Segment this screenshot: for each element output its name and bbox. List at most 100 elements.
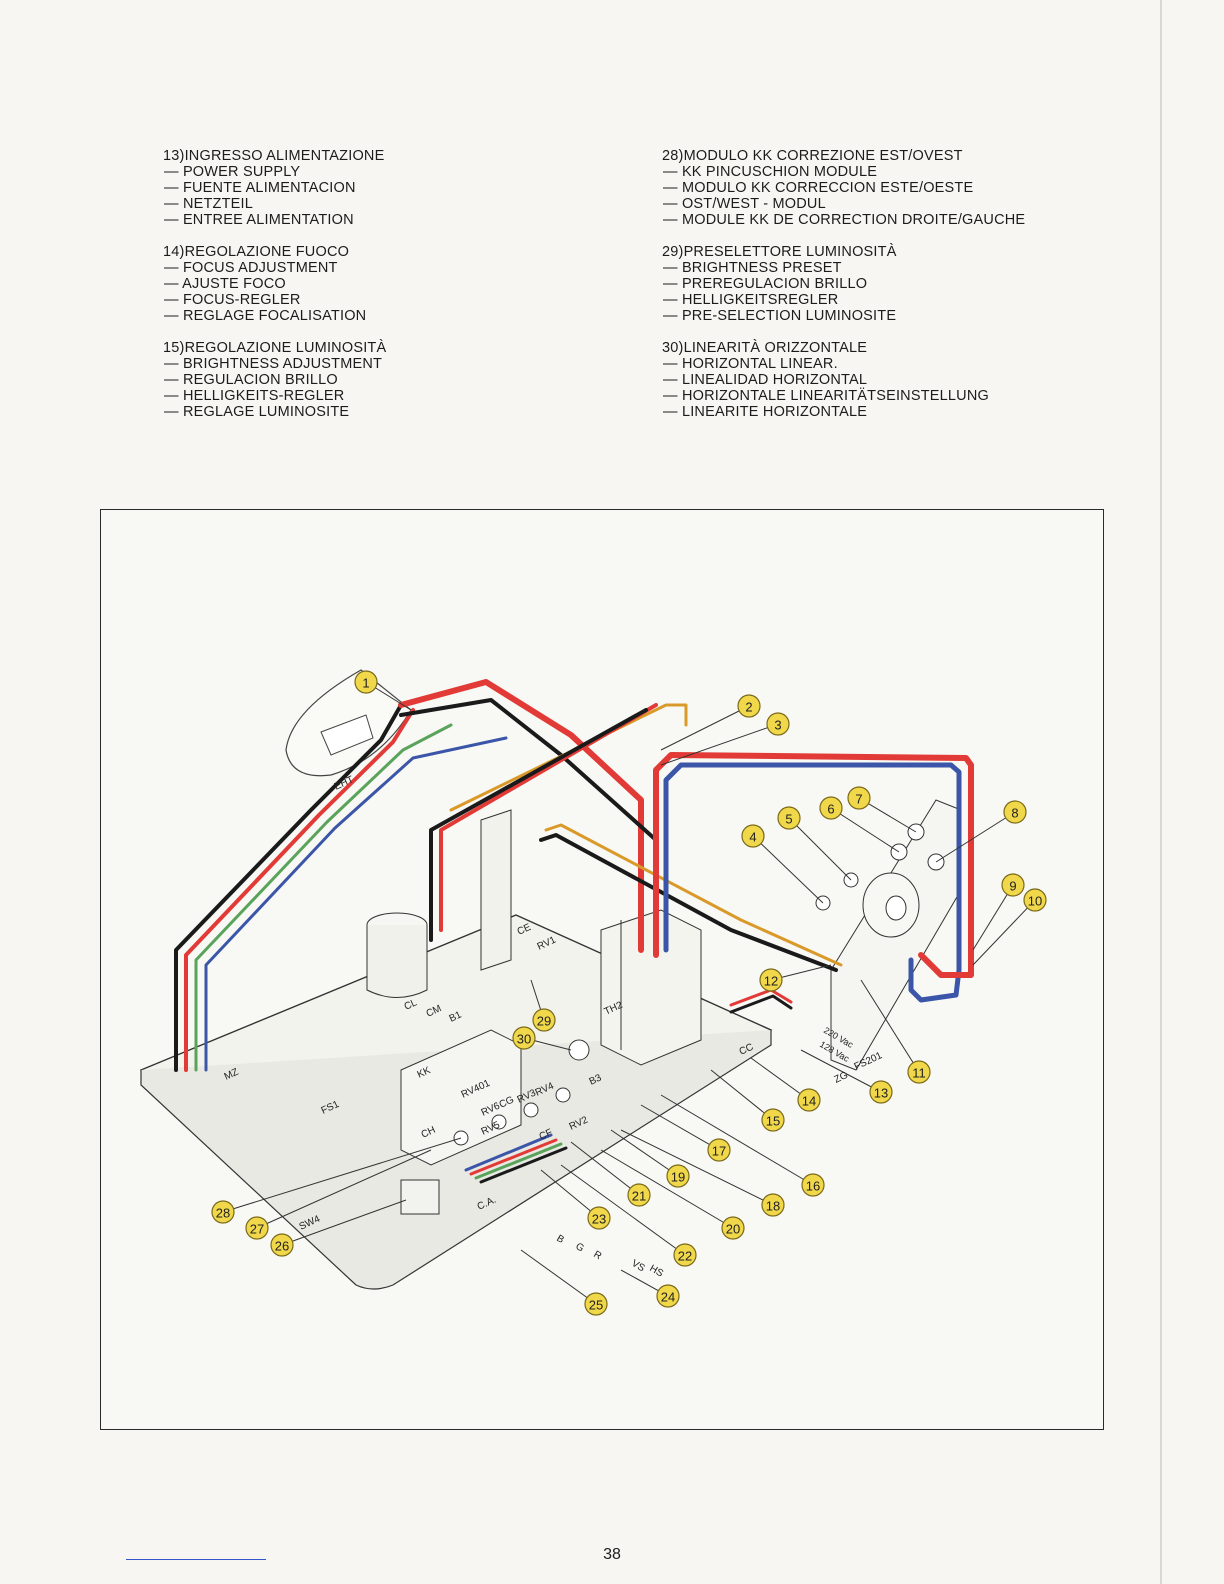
callout-number: 6 [827,802,834,817]
callout-circle [1001,873,1025,897]
callout-7: 7 [847,786,871,810]
legend-translation: BRIGHTNESS ADJUSTMENT [163,356,583,372]
footer-rule [126,1559,266,1560]
leader-line [256,1149,432,1229]
wire-14 [729,994,793,1014]
wire-3 [204,736,508,1072]
callout-16: 16 [801,1173,825,1197]
legend-translation: LINEARITE HORIZONTALE [662,404,1132,420]
legend-translation: AJUSTE FOCO [163,276,583,292]
legend-translation: ENTREE ALIMENTATION [163,212,583,228]
wire-4 [398,679,644,953]
board-label: CL [403,997,420,1013]
callout-leader-lines [222,681,1036,1305]
legend-item-14: 14)REGOLAZIONE FUOCO FOCUS ADJUSTMENT AJ… [163,244,583,324]
transformer-th2 [600,909,702,1066]
leader-line [710,1069,774,1121]
board-label: B1 [448,1009,464,1024]
kk-module [400,1029,522,1166]
leader-line [972,884,1014,951]
wire-16 [469,1138,558,1176]
callout-30: 30 [512,1026,536,1050]
callout-27: 27 [245,1216,269,1240]
leader-line [750,1057,810,1101]
leader-line [660,1094,814,1186]
legend-translation: HELLIGKEITSREGLER [662,292,1132,308]
callout-number: 2 [745,700,752,715]
leader-line [660,705,750,751]
page-number: 38 [603,1546,621,1563]
wire-7 [439,703,658,932]
callout-circle [245,1216,269,1240]
callout-9: 9 [1001,873,1025,897]
leader-line [860,979,920,1073]
legend-number: 30) [662,340,684,356]
leader-line [540,1169,600,1219]
callout-number: 3 [774,718,781,733]
callout-11: 11 [907,1060,931,1084]
legend-translation: BRIGHTNESS PRESET [662,260,1132,276]
callout-10: 10 [1023,888,1047,912]
callout-18: 18 [761,1193,785,1217]
legend-heading: INGRESSO ALIMENTAZIONE [184,148,385,164]
wire-2 [194,723,453,1072]
wire-label: G [574,1241,586,1255]
callout-number: 18 [766,1199,780,1214]
callout-20: 20 [721,1216,745,1240]
callout-circle [721,1216,745,1240]
page-edge [1160,0,1162,1584]
callout-12: 12 [759,968,783,992]
wire-8 [429,708,648,942]
legend-left-column: 13)INGRESSO ALIMENTAZIONE POWER SUPPLY F… [163,148,583,436]
wire-label: B [555,1233,567,1246]
leader-line [281,1199,407,1246]
eht-cap [320,714,374,756]
callout-25: 25 [584,1292,608,1316]
callout-21: 21 [627,1183,651,1207]
callout-circle [673,1243,697,1267]
legend-translation: REGULACION BRILLO [163,372,583,388]
callout-number: 26 [275,1239,289,1254]
callout-number: 11 [912,1066,926,1081]
knob-rv4 [555,1087,571,1103]
callout-number: 28 [216,1206,230,1221]
legend-translation: OST/WEST - MODUL [662,196,1132,212]
legend-item-15: 15)REGOLAZIONE LUMINOSITÀ BRIGHTNESS ADJ… [163,340,583,420]
board-layer [139,669,962,1290]
callout-4: 4 [741,824,765,848]
callout-circle [797,1088,821,1112]
wire-9 [544,823,843,967]
legend-heading: REGOLAZIONE LUMINOSITÀ [184,340,387,356]
callout-circle [656,1284,680,1308]
legend-right-column: 28)MODULO KK CORREZIONE EST/OVEST KK PIN… [662,148,1132,436]
leader-line [222,1137,462,1213]
wire-15 [464,1133,553,1172]
callout-17: 17 [707,1138,731,1162]
callout-number: 21 [632,1189,646,1204]
callout-number: 24 [661,1290,675,1305]
callout-circle [587,1206,611,1230]
leader-line [800,1049,882,1093]
wire-12 [653,752,974,978]
legend-translation: FUENTE ALIMENTACION [163,180,583,196]
legend-heading: PRESELETTORE LUMINOSITÀ [683,244,897,260]
leader-line [935,811,1016,863]
callout-23: 23 [587,1206,611,1230]
callout-number: 23 [592,1212,606,1227]
callout-circle [1023,888,1047,912]
leader-line [620,1129,774,1206]
callout-number: 4 [749,830,756,845]
callout-22: 22 [673,1243,697,1267]
callout-number: 7 [855,792,862,807]
legend-number: 29) [662,244,684,260]
callout-13: 13 [869,1080,893,1104]
callout-29: 29 [532,1008,556,1032]
callout-circle [761,1108,785,1132]
leader-line [600,1149,734,1229]
callout-28: 28 [211,1200,235,1224]
legend-number: 13) [163,148,185,164]
callout-circle [907,1060,931,1084]
callout-circle [759,968,783,992]
callout-number: 5 [785,812,792,827]
